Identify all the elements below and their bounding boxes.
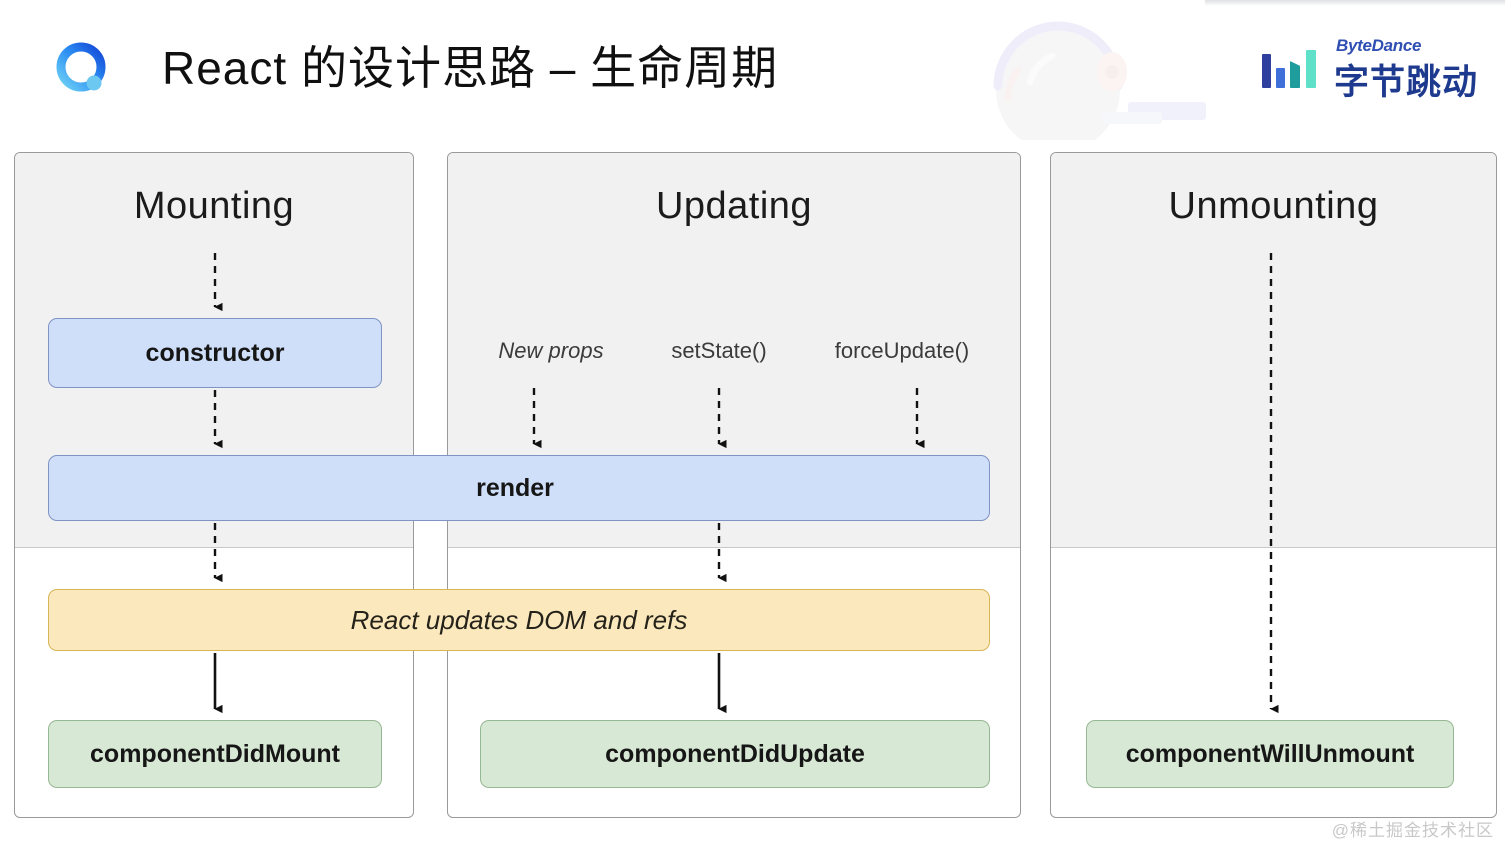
site-watermark: @稀土掘金技术社区 [1331, 821, 1494, 840]
course-logo-icon [56, 42, 106, 92]
box-component-did-mount[interactable]: componentDidMount [48, 720, 382, 788]
box-component-did-update[interactable]: componentDidUpdate [480, 720, 990, 788]
bytedance-name-en: ByteDance [1336, 36, 1422, 55]
trigger-label-new-props: New props [498, 338, 604, 363]
box-constructor[interactable]: constructor [48, 318, 382, 388]
top-edge-shadow [1205, 0, 1505, 6]
bytedance-logo: ByteDance 字节跳动 [1262, 36, 1478, 102]
box-render[interactable]: render [48, 455, 990, 521]
panel-unmounting: Unmounting [1050, 152, 1497, 818]
trigger-label-setstate: setState() [671, 338, 767, 363]
bytedance-bars-icon [1262, 50, 1324, 88]
box-component-did-update-label: componentDidUpdate [605, 739, 865, 768]
box-react-updates-dom-and-refs[interactable]: React updates DOM and refs [48, 589, 990, 651]
box-constructor-label: constructor [145, 338, 285, 367]
box-react-updates-label: React updates DOM and refs [350, 604, 688, 635]
panel-unmounting-gray-area [1051, 153, 1496, 548]
panel-mounting-title: Mounting [133, 185, 295, 227]
box-render-label: render [476, 473, 554, 502]
page-title: React 的设计思路 – 生命周期 [162, 42, 779, 94]
panel-updating-title: Updating [655, 185, 813, 227]
panel-unmounting-title: Unmounting [1168, 185, 1379, 227]
bytedance-name-cn: 字节跳动 [1334, 63, 1479, 102]
box-component-did-mount-label: componentDidMount [90, 739, 340, 768]
trigger-label-forceupdate: forceUpdate() [834, 338, 970, 363]
box-component-will-unmount-label: componentWillUnmount [1125, 739, 1415, 768]
faint-mascot-watermark-icon [993, 21, 1206, 140]
slide-header: React 的设计思路 – 生命周期 ByteDance 字节跳动 [0, 0, 1512, 140]
box-component-will-unmount[interactable]: componentWillUnmount [1086, 720, 1454, 788]
